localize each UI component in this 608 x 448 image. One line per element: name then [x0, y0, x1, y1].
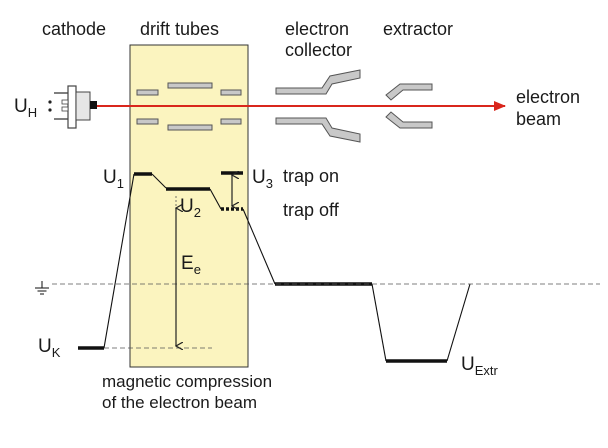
heater-terminal-bottom	[48, 108, 52, 112]
u3-label: U3	[252, 167, 273, 191]
extractor-electrode	[385, 83, 433, 129]
heading-cathode: cathode	[42, 19, 106, 39]
heading-electron-collector-2: collector	[285, 40, 352, 60]
heater-terminal-top	[48, 100, 52, 104]
caption-line-1: magnetic compression	[102, 372, 272, 391]
electron-beam-label-2: beam	[516, 109, 561, 129]
trap-on-label: trap on	[283, 166, 339, 186]
heading-drift-tubes: drift tubes	[140, 19, 219, 39]
drift-tube-electrodes	[136, 82, 242, 131]
u2-label: U2	[180, 196, 201, 220]
cathode-assembly: UH	[14, 85, 97, 129]
cathode-body	[67, 85, 77, 129]
drift-tube-region	[129, 44, 249, 368]
caption-line-2: of the electron beam	[102, 393, 257, 412]
heading-extractor: extractor	[383, 19, 453, 39]
uextr-label: UExtr	[461, 354, 499, 378]
uk-label: UK	[38, 336, 61, 360]
ground-icon	[35, 281, 49, 295]
electron-collector	[275, 69, 361, 143]
electron-beam-label-1: electron	[516, 87, 580, 107]
cathode-tip	[90, 101, 97, 109]
heading-electron-collector-1: electron	[285, 19, 349, 39]
heater-voltage-label: UH	[14, 96, 37, 120]
ee-label: Ee	[181, 253, 201, 277]
trap-off-label: trap off	[283, 200, 340, 220]
u1-label: U1	[103, 167, 124, 191]
